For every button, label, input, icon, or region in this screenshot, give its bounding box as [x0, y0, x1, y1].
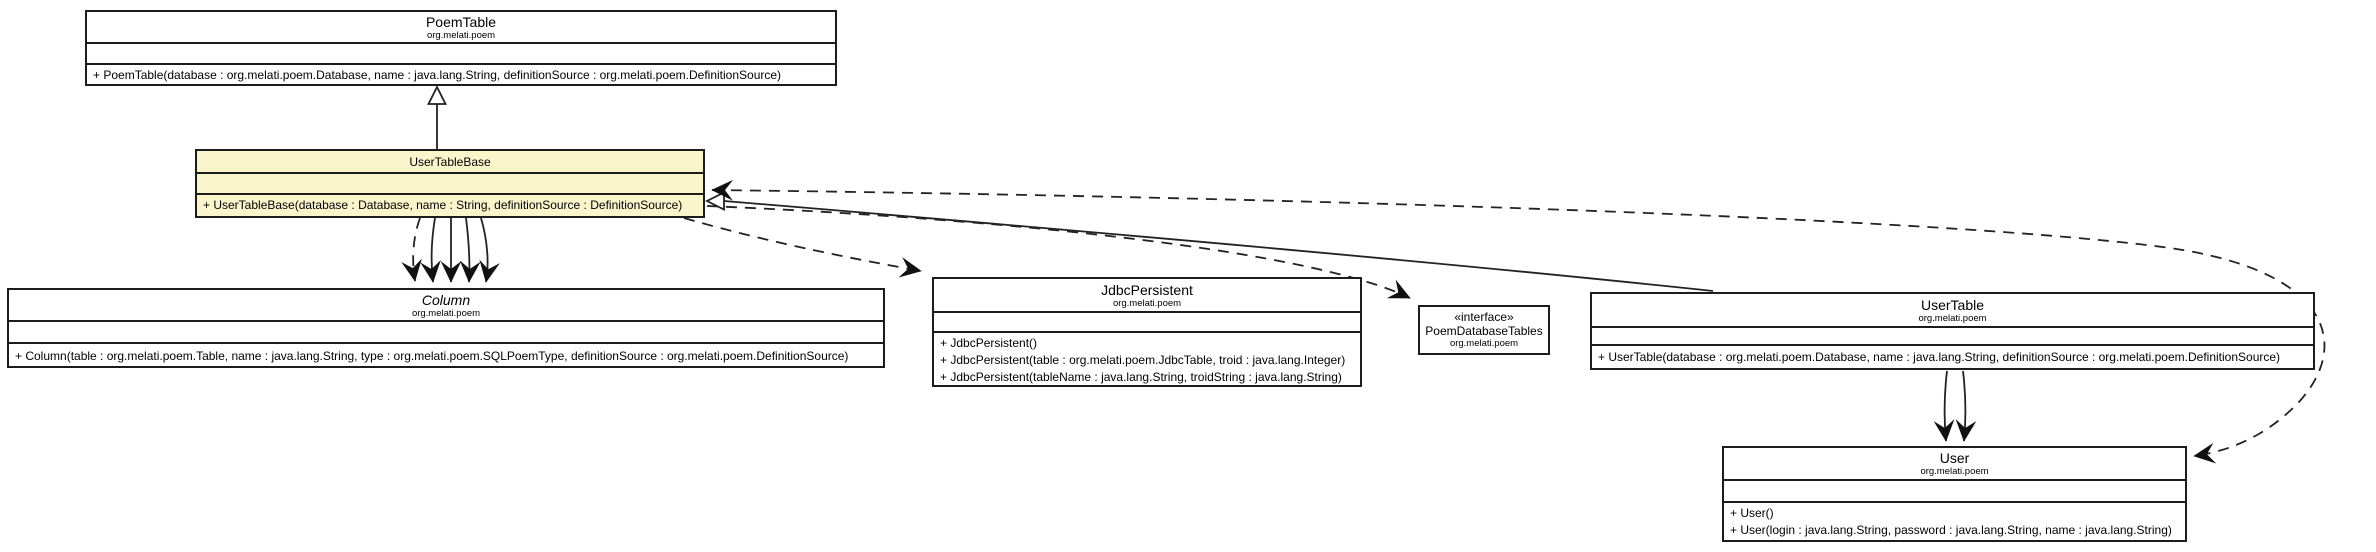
class-title-jdbcpersistent: JdbcPersistent [1101, 281, 1193, 298]
attributes-compartment-column [9, 320, 883, 342]
methods-compartment-usertable: + UserTable(database : org.melati.poem.D… [1592, 344, 2313, 368]
attributes-compartment-usertablebase [197, 172, 703, 193]
class-package-column: org.melati.poem [411, 307, 481, 319]
edge-usertablebase-extends-poemtable [427, 84, 447, 149]
methods-compartment-usertablebase: + UserTableBase(database : Database, nam… [197, 193, 703, 216]
class-package-user: org.melati.poem [1920, 466, 1989, 477]
class-title-user: User [1939, 450, 1970, 466]
method-label: + Column(table : org.melati.poem.Table, … [15, 349, 849, 363]
class-box-jdbcpersistent[interactable]: JdbcPersistent org.melati.poem + JdbcPer… [932, 277, 1362, 387]
class-header-user: User org.melati.poem [1724, 448, 2185, 479]
class-package-poemdatabasetables: org.melati.poem [1449, 338, 1519, 349]
method-label: + User() [1730, 506, 1774, 520]
class-header-jdbcpersistent: JdbcPersistent org.melati.poem [934, 279, 1360, 311]
class-title-poemtable: PoemTable [425, 13, 497, 30]
method-label: + JdbcPersistent(table : org.melati.poem… [940, 353, 1346, 367]
edge-usertable-assoc-user [1933, 370, 1977, 442]
class-title-column: Column [421, 291, 471, 308]
class-box-poemtable[interactable]: PoemTable org.melati.poem + PoemTable(da… [85, 10, 837, 86]
edge-usertablebase-depends-column [401, 217, 422, 282]
class-header-poemtable: PoemTable org.melati.poem [87, 12, 835, 42]
class-title-usertablebase: UserTableBase [409, 154, 491, 169]
method-label: + PoemTable(database : org.melati.poem.D… [93, 68, 782, 82]
edge-usertablebase-depends-jdbcpersistent [683, 217, 922, 278]
class-title-poemdatabasetables: PoemDatabaseTables [1425, 324, 1543, 338]
class-box-poemdatabasetables[interactable]: «interface» PoemDatabaseTables org.melat… [1418, 305, 1550, 355]
class-header-usertablebase: UserTableBase [197, 151, 703, 172]
method-label: + UserTableBase(database : Database, nam… [203, 198, 683, 212]
class-title-usertable: UserTable [1920, 296, 1985, 313]
methods-compartment-poemtable: + PoemTable(database : org.melati.poem.D… [87, 63, 835, 84]
methods-compartment-column: + Column(table : org.melati.poem.Table, … [9, 342, 883, 366]
attributes-compartment-usertable [1592, 326, 2313, 344]
class-box-usertable[interactable]: UserTable org.melati.poem + UserTable(da… [1590, 292, 2315, 370]
edge-usertablebase-assoc-column [420, 217, 500, 283]
class-header-usertable: UserTable org.melati.poem [1592, 294, 2313, 326]
methods-compartment-user: + User() + User(login : java.lang.String… [1724, 501, 2185, 540]
class-package-usertable: org.melati.poem [1918, 312, 1987, 324]
class-box-user[interactable]: User org.melati.poem + User() + User(log… [1722, 446, 2187, 542]
method-label: + User(login : java.lang.String, passwor… [1730, 523, 2172, 537]
class-box-usertablebase[interactable]: UserTableBase + UserTableBase(database :… [195, 149, 705, 218]
attributes-compartment-jdbcpersistent [934, 311, 1360, 331]
stereotype-label: «interface» [1454, 310, 1514, 324]
class-header-poemdatabasetables: «interface» PoemDatabaseTables org.melat… [1420, 307, 1548, 352]
class-box-column[interactable]: Column org.melati.poem + Column(table : … [7, 288, 885, 368]
class-header-column: Column org.melati.poem [9, 290, 883, 320]
method-label: + JdbcPersistent(tableName : java.lang.S… [940, 370, 1342, 384]
attributes-compartment-poemtable [87, 42, 835, 63]
class-package-poemtable: org.melati.poem [426, 29, 496, 41]
attributes-compartment-user [1724, 479, 2185, 501]
method-label: + JdbcPersistent() [940, 336, 1038, 350]
method-label: + UserTable(database : org.melati.poem.D… [1598, 350, 2281, 364]
class-package-jdbcpersistent: org.melati.poem [1112, 297, 1182, 309]
methods-compartment-jdbcpersistent: + JdbcPersistent() + JdbcPersistent(tabl… [934, 331, 1360, 385]
